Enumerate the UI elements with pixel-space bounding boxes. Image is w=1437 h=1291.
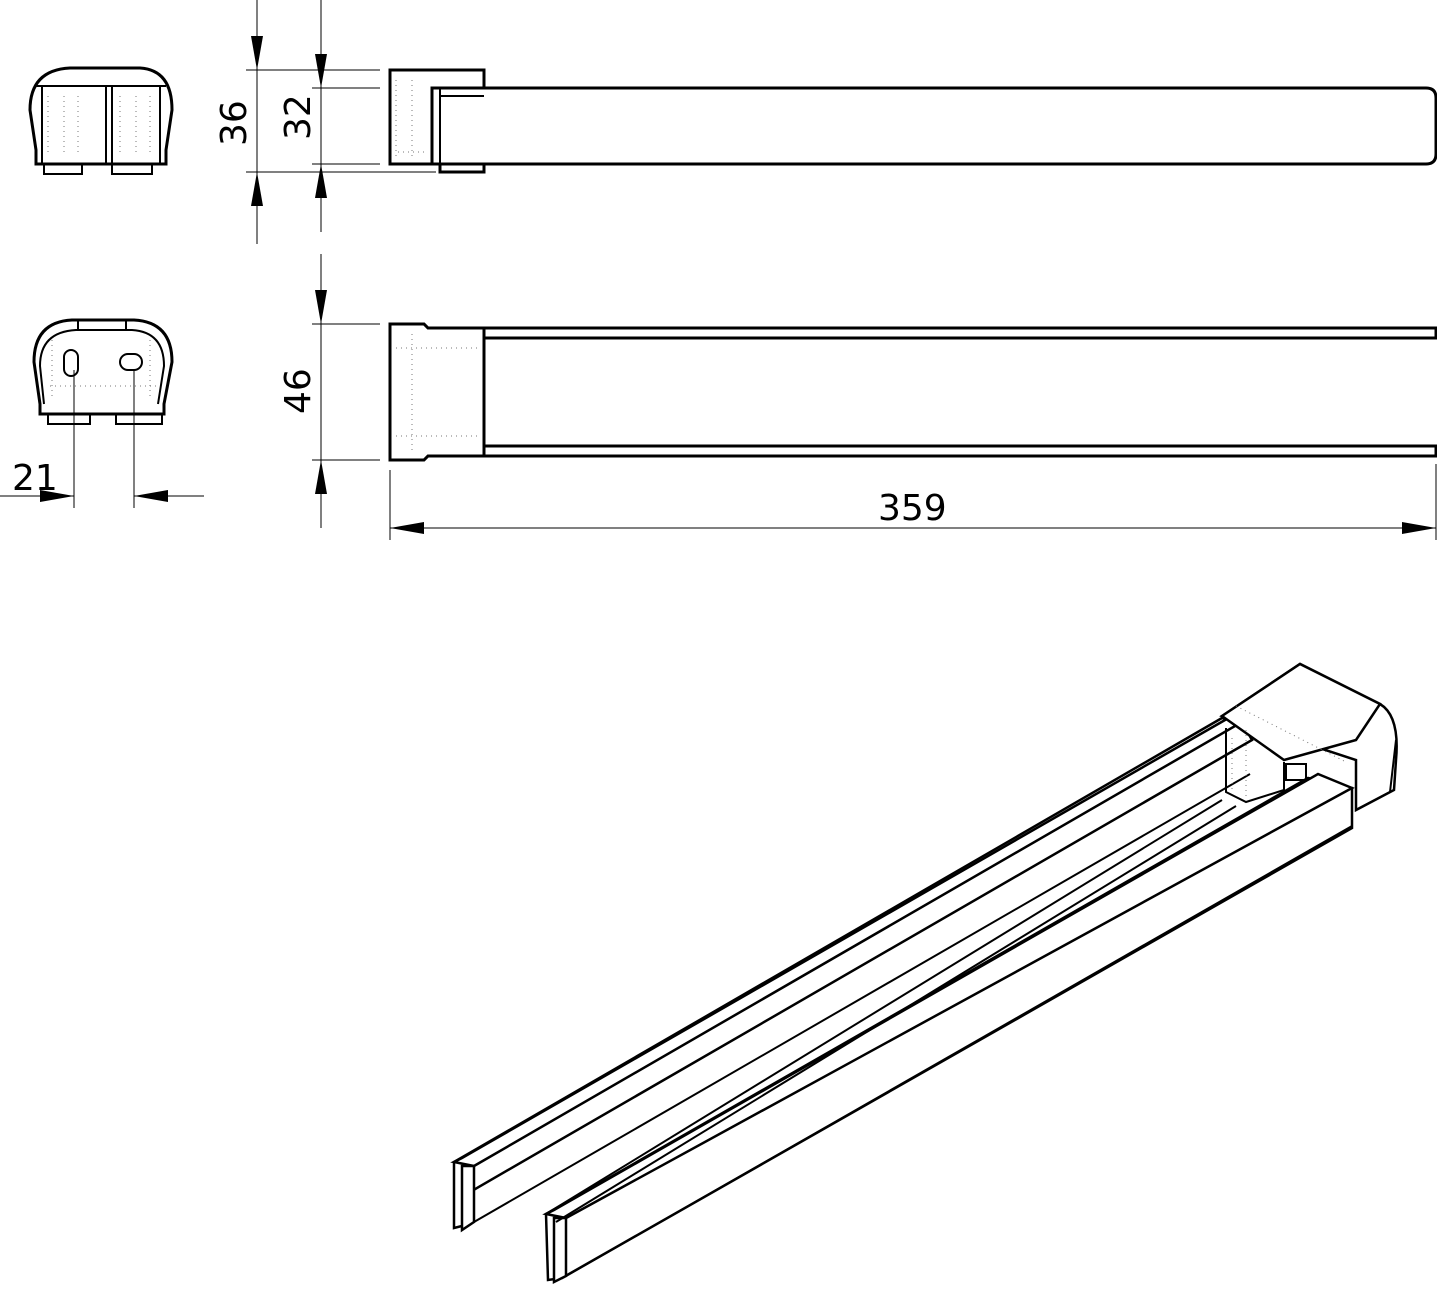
dimension-36 [246, 0, 436, 244]
dimension-32 [312, 0, 380, 232]
end-view-top [28, 66, 174, 175]
dimension-label-46: 46 [278, 368, 319, 414]
isometric-view [450, 662, 1398, 1285]
dimension-46 [312, 254, 380, 528]
dimension-label-359: 359 [878, 488, 947, 529]
front-view [388, 68, 1437, 174]
top-view [388, 322, 1437, 462]
dimension-label-36: 36 [214, 100, 255, 146]
dimension-359 [389, 464, 1437, 540]
dimension-label-21: 21 [12, 458, 58, 499]
dimension-label-32: 32 [278, 94, 319, 140]
end-view-bottom [32, 318, 174, 425]
dimension-21 [0, 370, 204, 508]
